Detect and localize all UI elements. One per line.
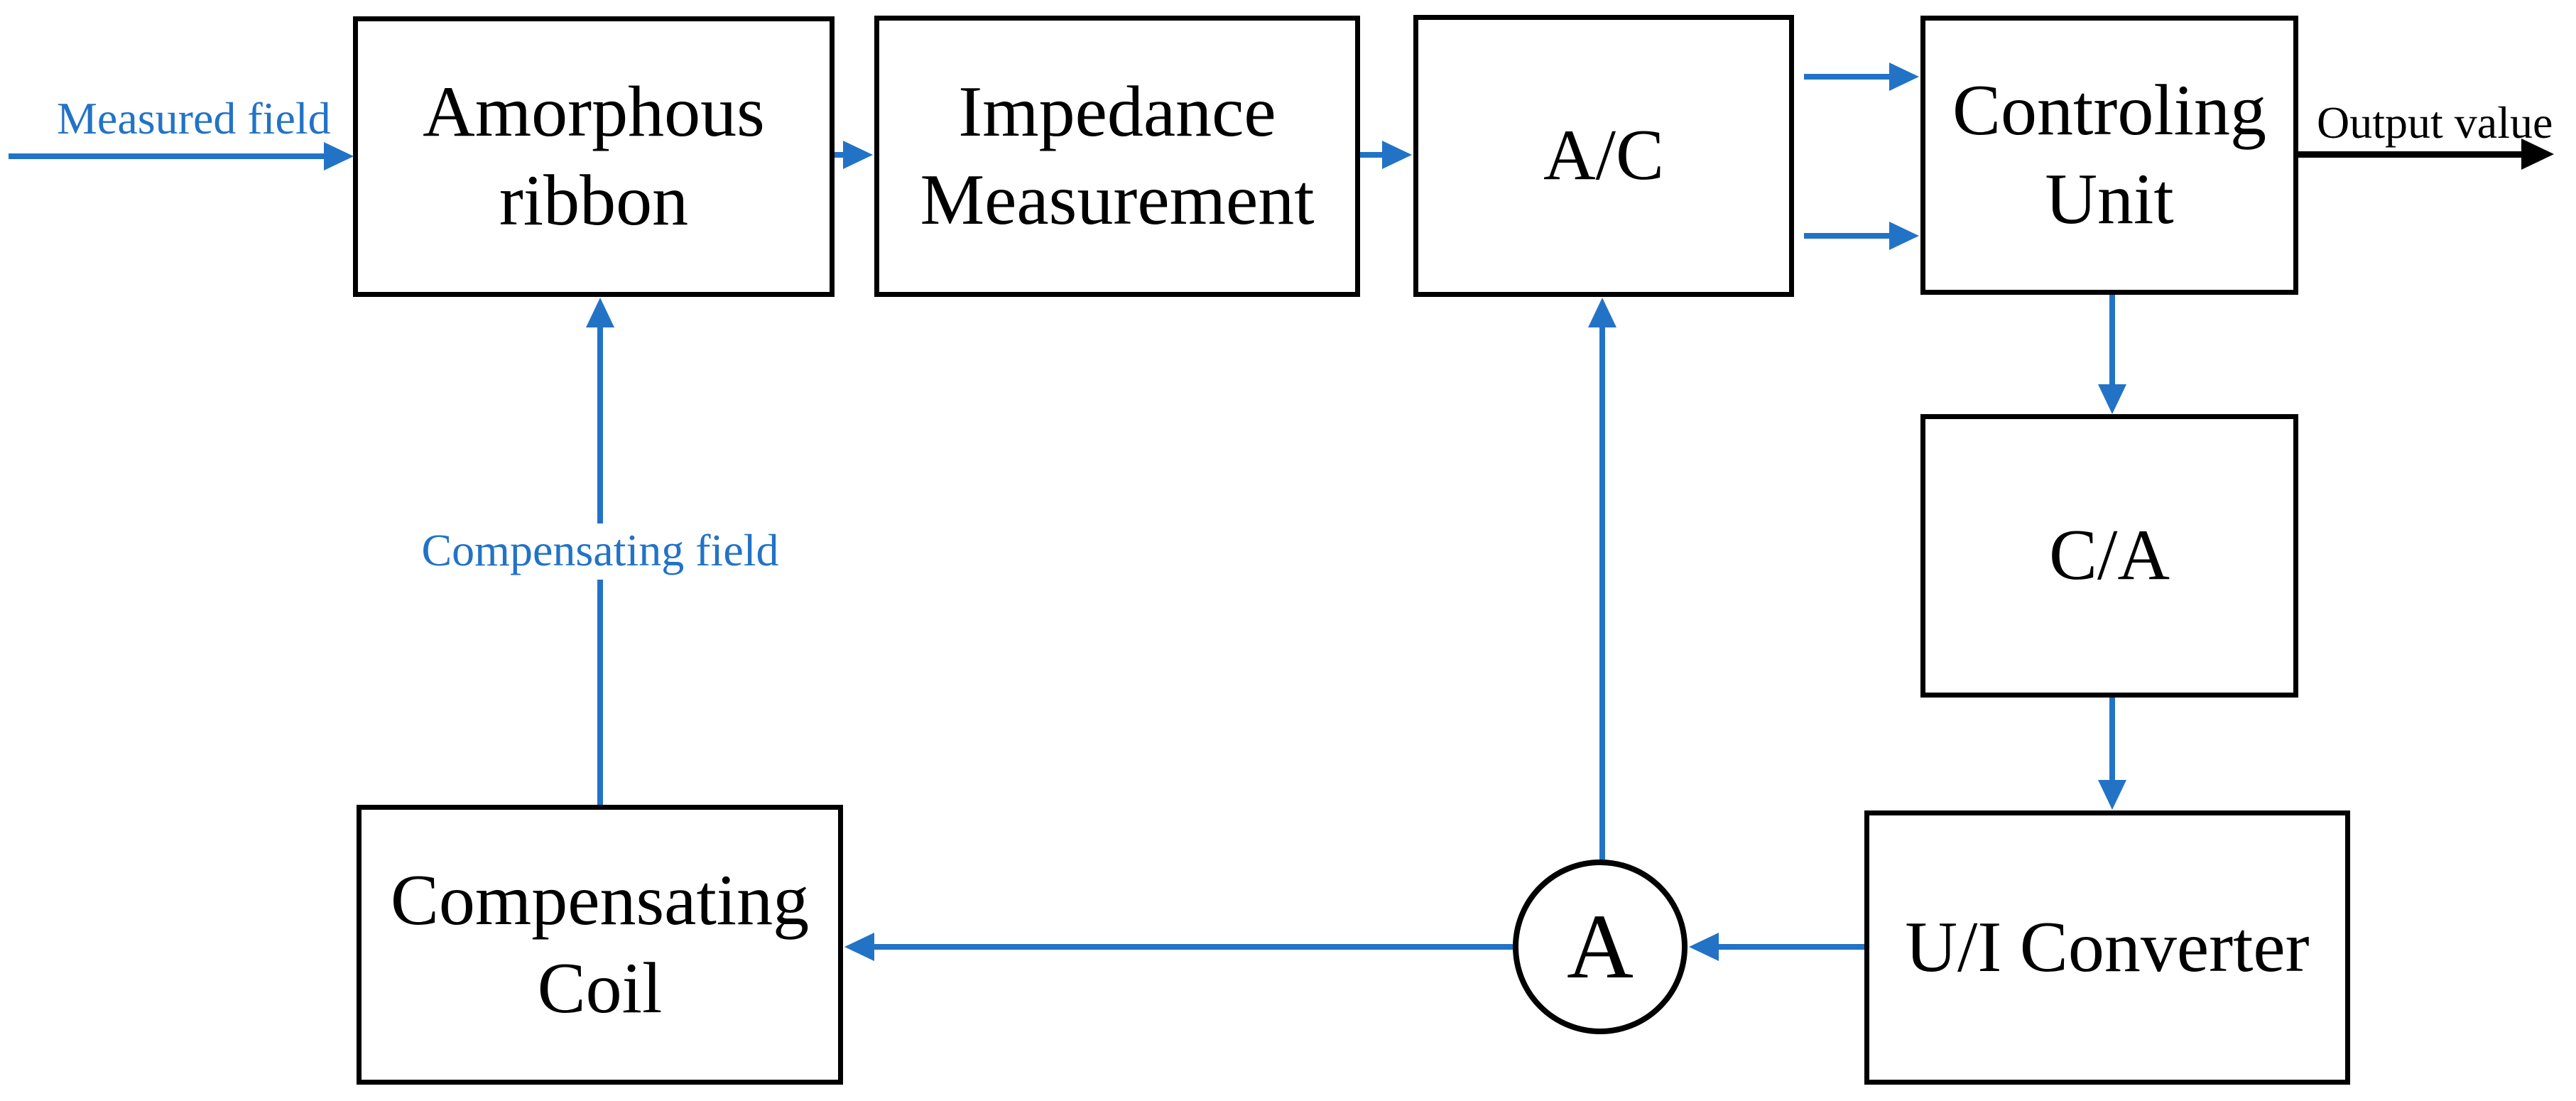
edge-impedance-to-ac-shaft (1360, 152, 1384, 158)
edge-ammeter-to-coil-arrowhead-icon (844, 933, 874, 961)
edge-ca-to-ui-arrowhead-icon (2098, 780, 2126, 810)
controlling-unit-label: Controling Unit (1952, 70, 2267, 239)
compensating-coil-box: Compensating Coil (357, 805, 843, 1085)
edge-ui-to-ammeter-shaft (1717, 944, 1864, 950)
output-value-label: Output value (2317, 97, 2553, 148)
ui-converter-label: U/I Converter (1905, 906, 2310, 987)
edge-ac-to-controlling-lower-shaft (1804, 233, 1891, 239)
compensating-field-label: Compensating field (421, 525, 779, 575)
edge-coil-to-amorphous-arrowhead-icon (586, 298, 614, 327)
edge-ca-to-ui-shaft (2109, 698, 2115, 781)
measured-field-label: Measured field (57, 93, 331, 143)
amorphous-ribbon-box: Amorphous ribbon (353, 16, 835, 297)
edge-measured-to-amorphous-arrowhead-icon (324, 142, 354, 170)
edge-controlling-to-output-shaft (2298, 151, 2523, 158)
edge-controlling-to-ca-shaft (2109, 295, 2115, 387)
edge-measured-to-amorphous-shaft (9, 153, 325, 159)
ammeter-circle: A (1513, 859, 1688, 1034)
amorphous-ribbon-label: Amorphous ribbon (423, 72, 765, 241)
edge-amorphous-to-impedance-arrowhead-icon (843, 141, 873, 169)
ca-converter-box: C/A (1920, 414, 2298, 698)
edge-controlling-to-output-arrowhead-icon (2521, 139, 2554, 170)
edge-ui-to-ammeter-arrowhead-icon (1689, 933, 1719, 961)
edge-ac-to-controlling-upper-shaft (1804, 74, 1891, 80)
compensating-coil-label: Compensating Coil (390, 859, 810, 1029)
impedance-measurement-label: Impedance Measurement (920, 71, 1315, 240)
ac-converter-label: A/C (1543, 115, 1665, 196)
ui-converter-box: U/I Converter (1864, 810, 2350, 1085)
edge-ac-to-controlling-upper-arrowhead-icon (1889, 63, 1919, 91)
controlling-unit-box: Controling Unit (1920, 16, 2298, 295)
edge-ammeter-to-coil-shaft (873, 944, 1513, 950)
edge-ammeter-to-ac-shaft (1599, 326, 1605, 859)
edge-coil-to-amorphous-shaft-lower (597, 580, 603, 805)
ammeter-label: A (1567, 896, 1634, 998)
impedance-measurement-box: Impedance Measurement (874, 16, 1360, 297)
edge-coil-to-amorphous-shaft-upper (597, 326, 603, 524)
edge-impedance-to-ac-arrowhead-icon (1382, 141, 1412, 169)
edge-amorphous-to-impedance-shaft (835, 152, 846, 158)
ca-converter-label: C/A (2048, 515, 2170, 596)
edge-ac-to-controlling-lower-arrowhead-icon (1889, 222, 1919, 250)
edge-controlling-to-ca-arrowhead-icon (2098, 384, 2126, 414)
edge-ammeter-to-ac-arrowhead-icon (1588, 298, 1616, 327)
ac-converter-box: A/C (1413, 15, 1794, 297)
